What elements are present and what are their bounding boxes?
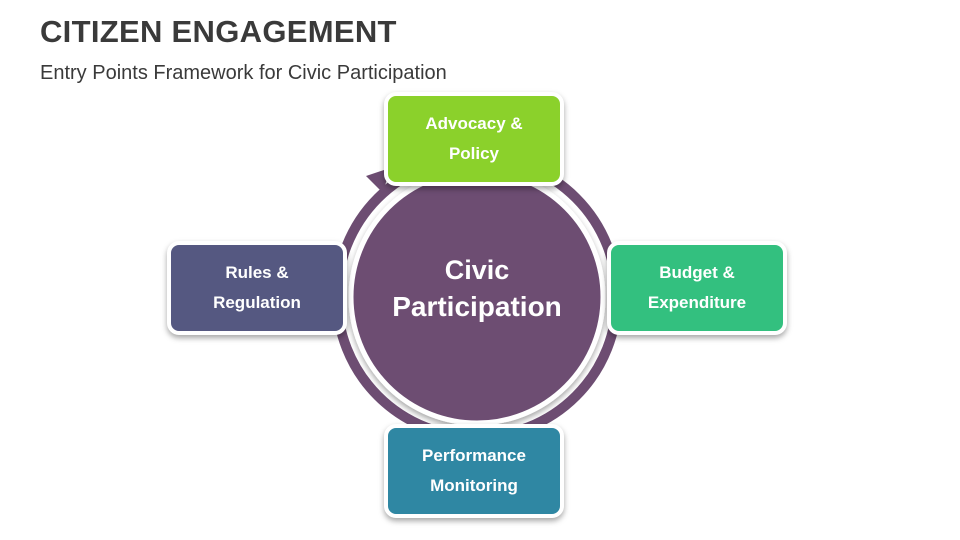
node-budget-line1: Budget & <box>659 263 735 282</box>
node-performance-line2: Monitoring <box>430 476 518 495</box>
center-label: Civic Participation <box>377 252 577 326</box>
node-budget-line2: Expenditure <box>647 293 747 312</box>
node-rules-regulation: Rules & Regulation <box>167 241 347 335</box>
node-advocacy-policy: Advocacy & Policy <box>384 92 564 186</box>
node-advocacy-line1: Advocacy & <box>425 114 523 133</box>
node-advocacy-line2: Policy <box>448 144 500 163</box>
node-performance-monitoring: Performance Monitoring <box>384 424 564 518</box>
node-performance-line1: Performance <box>422 446 526 465</box>
page-title: CITIZEN ENGAGEMENT <box>40 14 397 49</box>
node-budget-expenditure: Budget & Expenditure <box>607 241 787 335</box>
page-subtitle: Entry Points Framework for Civic Partici… <box>40 62 447 84</box>
node-rules-line2: Regulation <box>213 293 301 312</box>
node-rules-line1: Rules & <box>225 263 289 282</box>
center-label-line1: Civic <box>444 255 510 285</box>
center-label-line2: Participation <box>392 291 562 322</box>
